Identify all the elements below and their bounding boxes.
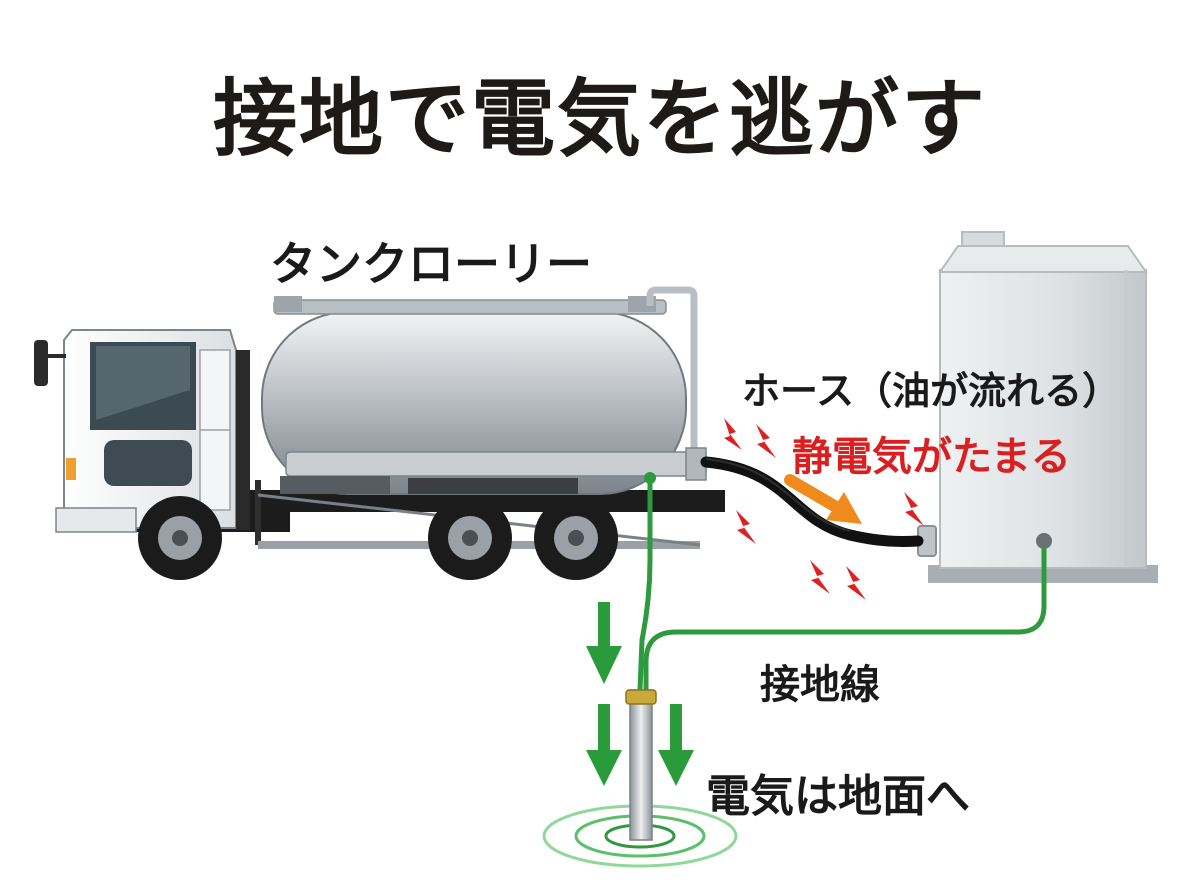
- down-arrow-icon: [658, 704, 694, 786]
- to-ground-label: 電気は地面へ: [706, 771, 970, 822]
- side-mirror: [34, 340, 48, 386]
- down-arrow-icon: [586, 602, 622, 684]
- tanker-label: タンクローリー: [270, 237, 592, 291]
- storage-tank: [917, 231, 1158, 583]
- diagram-title: 接地で電気を逃がす: [212, 70, 987, 168]
- rear-wheel-1: [428, 496, 512, 580]
- static-electricity-label: 静電気がたまる: [792, 434, 1071, 480]
- front-wheel: [138, 496, 222, 580]
- ground-arrows: [586, 602, 694, 786]
- ground-wire: [637, 472, 1047, 691]
- rear-wheel-2: [534, 496, 618, 580]
- ground-wire-label: 接地線: [760, 662, 880, 708]
- down-arrow-icon: [586, 704, 622, 786]
- ground-rod: [542, 689, 738, 868]
- tank-ground-terminal: [1036, 533, 1052, 549]
- oil-flow-arrow: [784, 474, 862, 524]
- hose: [700, 456, 924, 547]
- cab-marker-light: [66, 458, 76, 480]
- cab-side-window: [104, 440, 192, 486]
- hose-label: ホース（油が流れる）: [742, 369, 1121, 413]
- tank-body: [255, 286, 707, 549]
- static-spark-icons: [724, 418, 924, 600]
- truck-cab: [34, 329, 250, 533]
- tanker-truck: [34, 286, 725, 580]
